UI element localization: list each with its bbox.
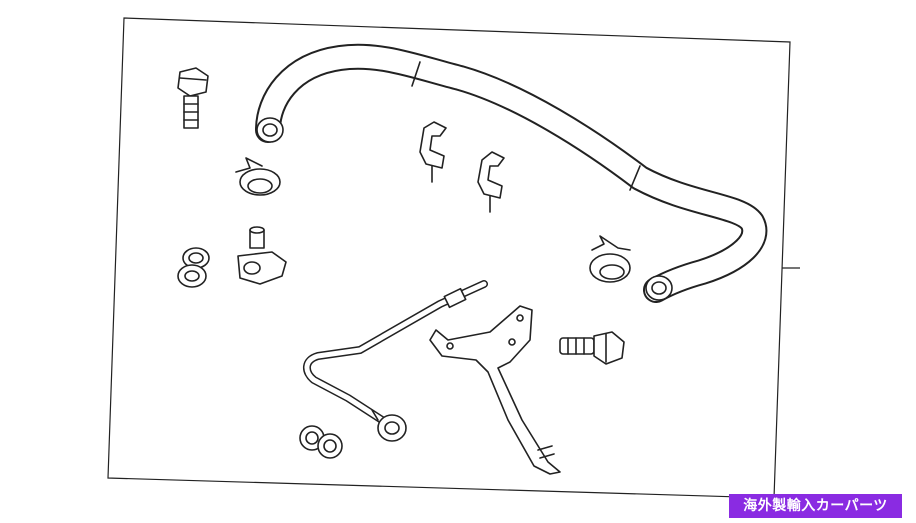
sensor-part [237,226,287,285]
sway-bar-part [255,43,768,303]
bolt-part [177,67,209,129]
hose-clamp-part [235,157,281,196]
banjo-bolt-part [559,331,625,365]
hose-clamp-part [589,235,631,283]
pipe-part [303,280,488,442]
o-ring-part [299,425,343,459]
bracket-clip-part [477,151,505,213]
o-ring-part [177,247,210,288]
bracket-clip-part [419,121,447,183]
import-parts-badge: 海外製輸入カーパーツ [729,494,902,518]
bracket-part [429,305,561,475]
diagram-frame [107,17,791,499]
